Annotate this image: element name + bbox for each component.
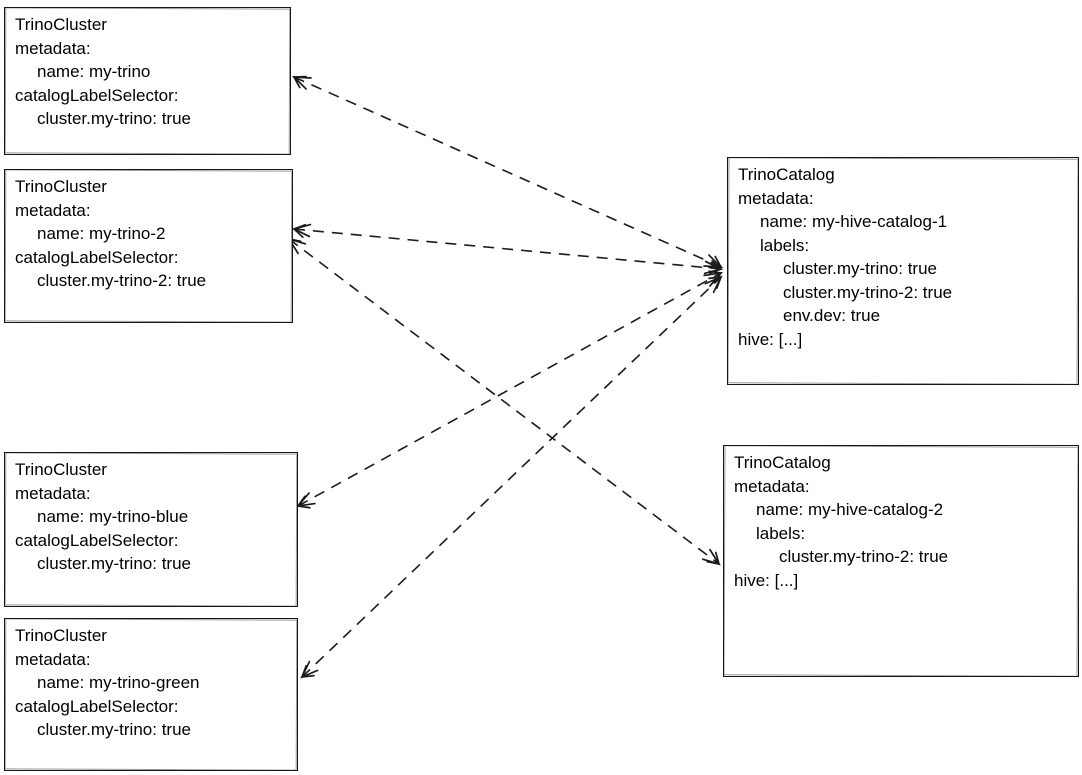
hive-line: hive: [...] [734, 570, 799, 590]
node-kind: TrinoCatalog [734, 453, 831, 472]
metadata-label: metadata: [15, 483, 91, 503]
selector-label: catalogLabelSelector: [15, 85, 179, 105]
node-kind: TrinoCluster [15, 177, 107, 196]
label-line: cluster.my-trino-2: true [779, 547, 949, 566]
label-line: cluster.my-trino-2: true [783, 282, 953, 302]
node-trinocluster-my-trino: TrinoCluster metadata: name: my-trino ca… [4, 7, 291, 155]
selector-line: cluster.my-trino-2: true [37, 271, 207, 290]
edge-my-trino-2--my-hive-catalog-2 [287, 237, 721, 566]
selector-label: catalogLabelSelector: [15, 696, 179, 716]
metadata-label: metadata: [15, 200, 91, 220]
node-trinocluster-my-trino-2: TrinoCluster metadata: name: my-trino-2 … [4, 169, 293, 323]
metadata-label: metadata: [738, 188, 814, 208]
selector-label: catalogLabelSelector: [15, 247, 179, 267]
edge-my-trino-blue--my-hive-catalog-1 [295, 270, 724, 509]
label-line: cluster.my-trino: true [783, 259, 937, 278]
edge-my-trino-green--my-hive-catalog-1 [300, 275, 723, 679]
labels-label: labels: [760, 235, 810, 255]
name-line: name: my-trino-blue [37, 507, 189, 526]
labels-label: labels: [756, 523, 806, 543]
node-trinocatalog-my-hive-catalog-1: TrinoCatalog metadata: name: my-hive-cat… [727, 157, 1079, 385]
node-kind: TrinoCatalog [738, 165, 835, 184]
node-trinocluster-my-trino-blue: TrinoCluster metadata: name: my-trino-bl… [4, 452, 298, 607]
name-line: name: my-trino [37, 62, 151, 81]
node-kind: TrinoCluster [15, 626, 107, 645]
selector-line: cluster.my-trino: true [37, 554, 191, 573]
node-trinocatalog-my-hive-catalog-2: TrinoCatalog metadata: name: my-hive-cat… [723, 445, 1079, 677]
name-line: name: my-hive-catalog-1 [760, 212, 948, 231]
metadata-label: metadata: [15, 38, 91, 58]
node-kind: TrinoCluster [15, 460, 107, 479]
selector-label: catalogLabelSelector: [15, 530, 179, 550]
name-line: name: my-trino-2 [37, 224, 166, 243]
name-line: name: my-trino-green [37, 673, 200, 692]
metadata-label: metadata: [734, 476, 810, 496]
metadata-label: metadata: [15, 649, 91, 669]
edge-my-trino--my-hive-catalog-1 [291, 75, 724, 269]
node-trinocluster-my-trino-green: TrinoCluster metadata: name: my-trino-gr… [4, 618, 298, 771]
label-line: env.dev: true [783, 306, 881, 325]
selector-line: cluster.my-trino: true [37, 109, 191, 128]
edge-my-trino-2--my-hive-catalog-1 [291, 223, 724, 275]
name-line: name: my-hive-catalog-2 [756, 500, 944, 519]
node-kind: TrinoCluster [15, 15, 107, 34]
selector-line: cluster.my-trino: true [37, 720, 191, 739]
hive-line: hive: [...] [738, 329, 803, 349]
